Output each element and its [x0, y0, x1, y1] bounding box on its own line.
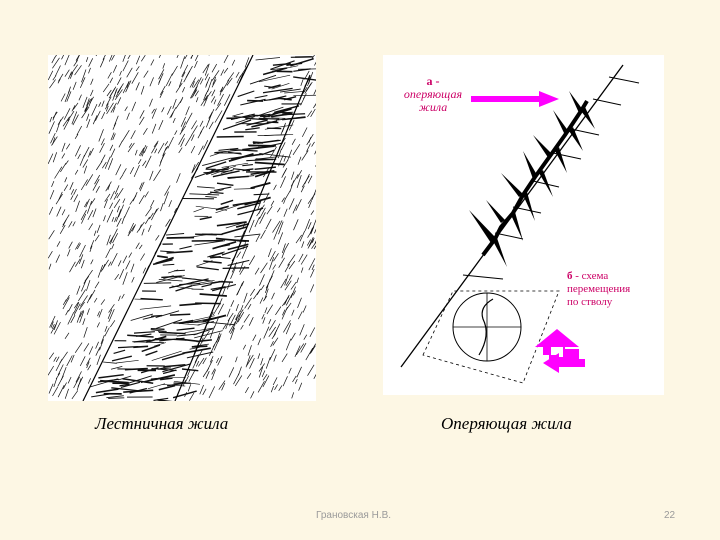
displacement-box [422, 290, 560, 384]
page-number: 22 [664, 510, 676, 521]
label-b-line1: - схема [572, 270, 609, 282]
label-feather-vein: а - оперяющая жила [383, 75, 483, 114]
feather-vein-figure [383, 55, 664, 395]
vein-left-edge [82, 55, 254, 401]
label-a-line2: жила [418, 100, 448, 114]
label-b-line2: перемещения [567, 283, 631, 295]
label-a-line1: оперяющая [403, 87, 463, 101]
feather-vein-diagram [400, 64, 640, 384]
label-displacement-scheme: б - схема перемещения по стволу [567, 270, 663, 309]
label-b-num: б [567, 270, 573, 282]
vein-right-edge [174, 74, 311, 401]
footer-author: Грановская Н.В. [316, 510, 392, 521]
label-a-head: а - [426, 74, 440, 88]
vein-segment [481, 99, 589, 257]
displacement-curve [478, 298, 494, 356]
right-figure-caption: Оперяющая жила [441, 414, 572, 433]
label-b-line3: по стволу [567, 296, 613, 308]
hatch-strokes [48, 55, 316, 401]
ladder-vein-drawing [48, 55, 316, 401]
arrow-a-icon [471, 91, 559, 107]
left-figure-caption: Лестничная жила [95, 414, 229, 433]
arrow-b-icon [535, 329, 585, 373]
fault-ticks [462, 76, 640, 280]
ladder-vein-figure [48, 55, 316, 401]
